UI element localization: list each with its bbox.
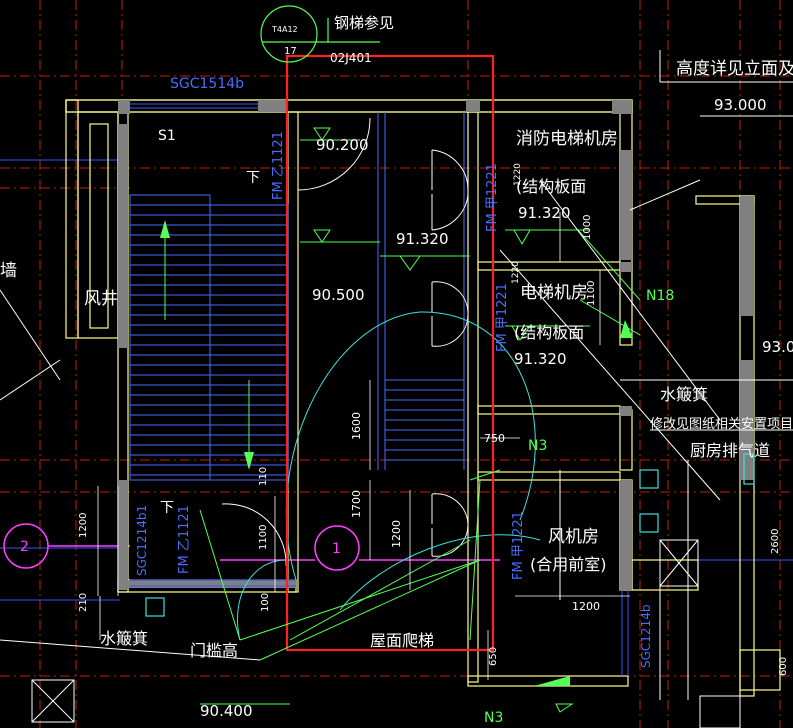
elevation-marks: [200, 127, 590, 713]
fixtures: [145, 453, 755, 617]
arrow-shafts: [164, 238, 250, 452]
ref-number: 17: [284, 46, 297, 57]
floor-drain-right-1: [639, 469, 659, 489]
roof-ladder: 屋面爬梯: [370, 631, 434, 650]
label-n3-b: N3: [484, 710, 503, 726]
height-note: 高度详见立面及: [676, 59, 793, 79]
elev-90200: 90.200: [316, 136, 369, 154]
ref-code-bottom: 02J401: [330, 51, 372, 65]
wall-partial: 墙: [0, 261, 17, 281]
text-labels: T4A12 17 钢梯参见 02J401 高度详见立面及 93.000 SGC1…: [0, 14, 793, 726]
dim-100: 100: [260, 593, 271, 612]
window-label-top: SGC1514b: [170, 76, 244, 92]
dim-1200-b: 1200: [572, 600, 600, 613]
label-s1: S1: [158, 128, 176, 144]
grid-circle-1: [314, 525, 360, 571]
dim-1700: 1700: [350, 490, 363, 518]
elev-90500: 90.500: [312, 286, 365, 304]
stair-treads: [130, 204, 288, 476]
floor-drain-left: [145, 597, 165, 617]
dim-650: 650: [488, 647, 499, 666]
dim-110: 110: [258, 467, 269, 486]
dim-1200-a: 1200: [390, 520, 403, 548]
stair-treads-middle: [385, 379, 464, 461]
ref-steel-stair: 钢梯参见: [334, 14, 394, 32]
door-fm-jia1221-b: FM 甲1221: [495, 283, 510, 352]
door-fm-jia1221-a: FM 甲1221: [485, 163, 500, 232]
combined-anteroom: (合用前室): [530, 555, 607, 574]
window-sgc1214b1: SGC1214b1: [135, 505, 149, 576]
door-fm-z1121-top: FM 乙1121: [271, 131, 286, 200]
door-swings: [221, 117, 469, 567]
door-fm-jia1221-c: FM 甲1221: [511, 511, 526, 580]
dim-1600: 1600: [350, 412, 363, 440]
floor-drain-right-2: [639, 513, 659, 533]
elev-91320-a: 91.320: [518, 204, 571, 222]
grid-label-2: 2: [20, 539, 29, 555]
highlight-box: [285, 54, 495, 652]
elev-91320-b: 91.320: [396, 230, 449, 248]
door-fm-z1121-bottom: FM 乙1121: [177, 505, 192, 574]
white-lines: [0, 50, 793, 728]
elev-91320-c: 91.320: [514, 350, 567, 368]
dim-1200-left: 1200: [78, 513, 89, 538]
dim-1100-c: 1100: [258, 525, 269, 550]
kitchen-vent: 厨房排气道: [690, 441, 770, 460]
window-sgc1214b-right: SGC1214b: [639, 605, 653, 668]
elev-93000: 93.000: [714, 96, 767, 114]
shaft-label: 风井: [84, 289, 118, 309]
down-label-2: 下: [160, 500, 174, 516]
dim-750: 750: [484, 432, 505, 445]
steel-stair-reference: [260, 5, 380, 63]
threshold-height: 门槛高: [190, 641, 238, 660]
dim-1220-a: 1220: [513, 163, 523, 186]
stair-flight-middle: [377, 112, 465, 470]
dim-2600: 2600: [770, 529, 781, 554]
elev-9300-right: 93.0: [762, 338, 793, 356]
dim-1220-b: 1220: [511, 261, 521, 284]
label-n3-a: N3: [528, 438, 547, 454]
modify-note: 修改见图纸相关安置项目施工(: [650, 417, 793, 432]
dim-1000-a: 1000: [582, 215, 593, 240]
dim-210: 210: [78, 593, 89, 612]
ref-code-top: T4A12: [271, 25, 298, 34]
dim-1100-b: 1100: [586, 281, 597, 306]
grid-label-1: 1: [332, 541, 341, 557]
dim-600: 600: [778, 657, 789, 676]
label-n18: N18: [646, 288, 674, 304]
water-drain-left: 水簸箕: [100, 629, 148, 648]
stair-flight-left: [129, 194, 289, 481]
down-label-1: 下: [246, 170, 260, 186]
windows: [130, 103, 629, 676]
struct-slab-1: (结构板面: [516, 177, 586, 196]
elevator-room: 电梯机房: [520, 283, 588, 303]
direction-arrows: [160, 220, 633, 686]
grid-markers: [3, 523, 500, 571]
leader-lines: [199, 229, 641, 661]
wall-fills: [118, 100, 754, 590]
struct-slab-2: (结构板面: [514, 323, 584, 342]
dimension-lines: [97, 212, 630, 680]
fire-elevator-room: 消防电梯机房: [516, 129, 618, 149]
water-drain-right: 水簸箕: [660, 385, 708, 404]
fan-room: 风机房: [548, 527, 599, 547]
elev-90400: 90.400: [200, 702, 253, 720]
